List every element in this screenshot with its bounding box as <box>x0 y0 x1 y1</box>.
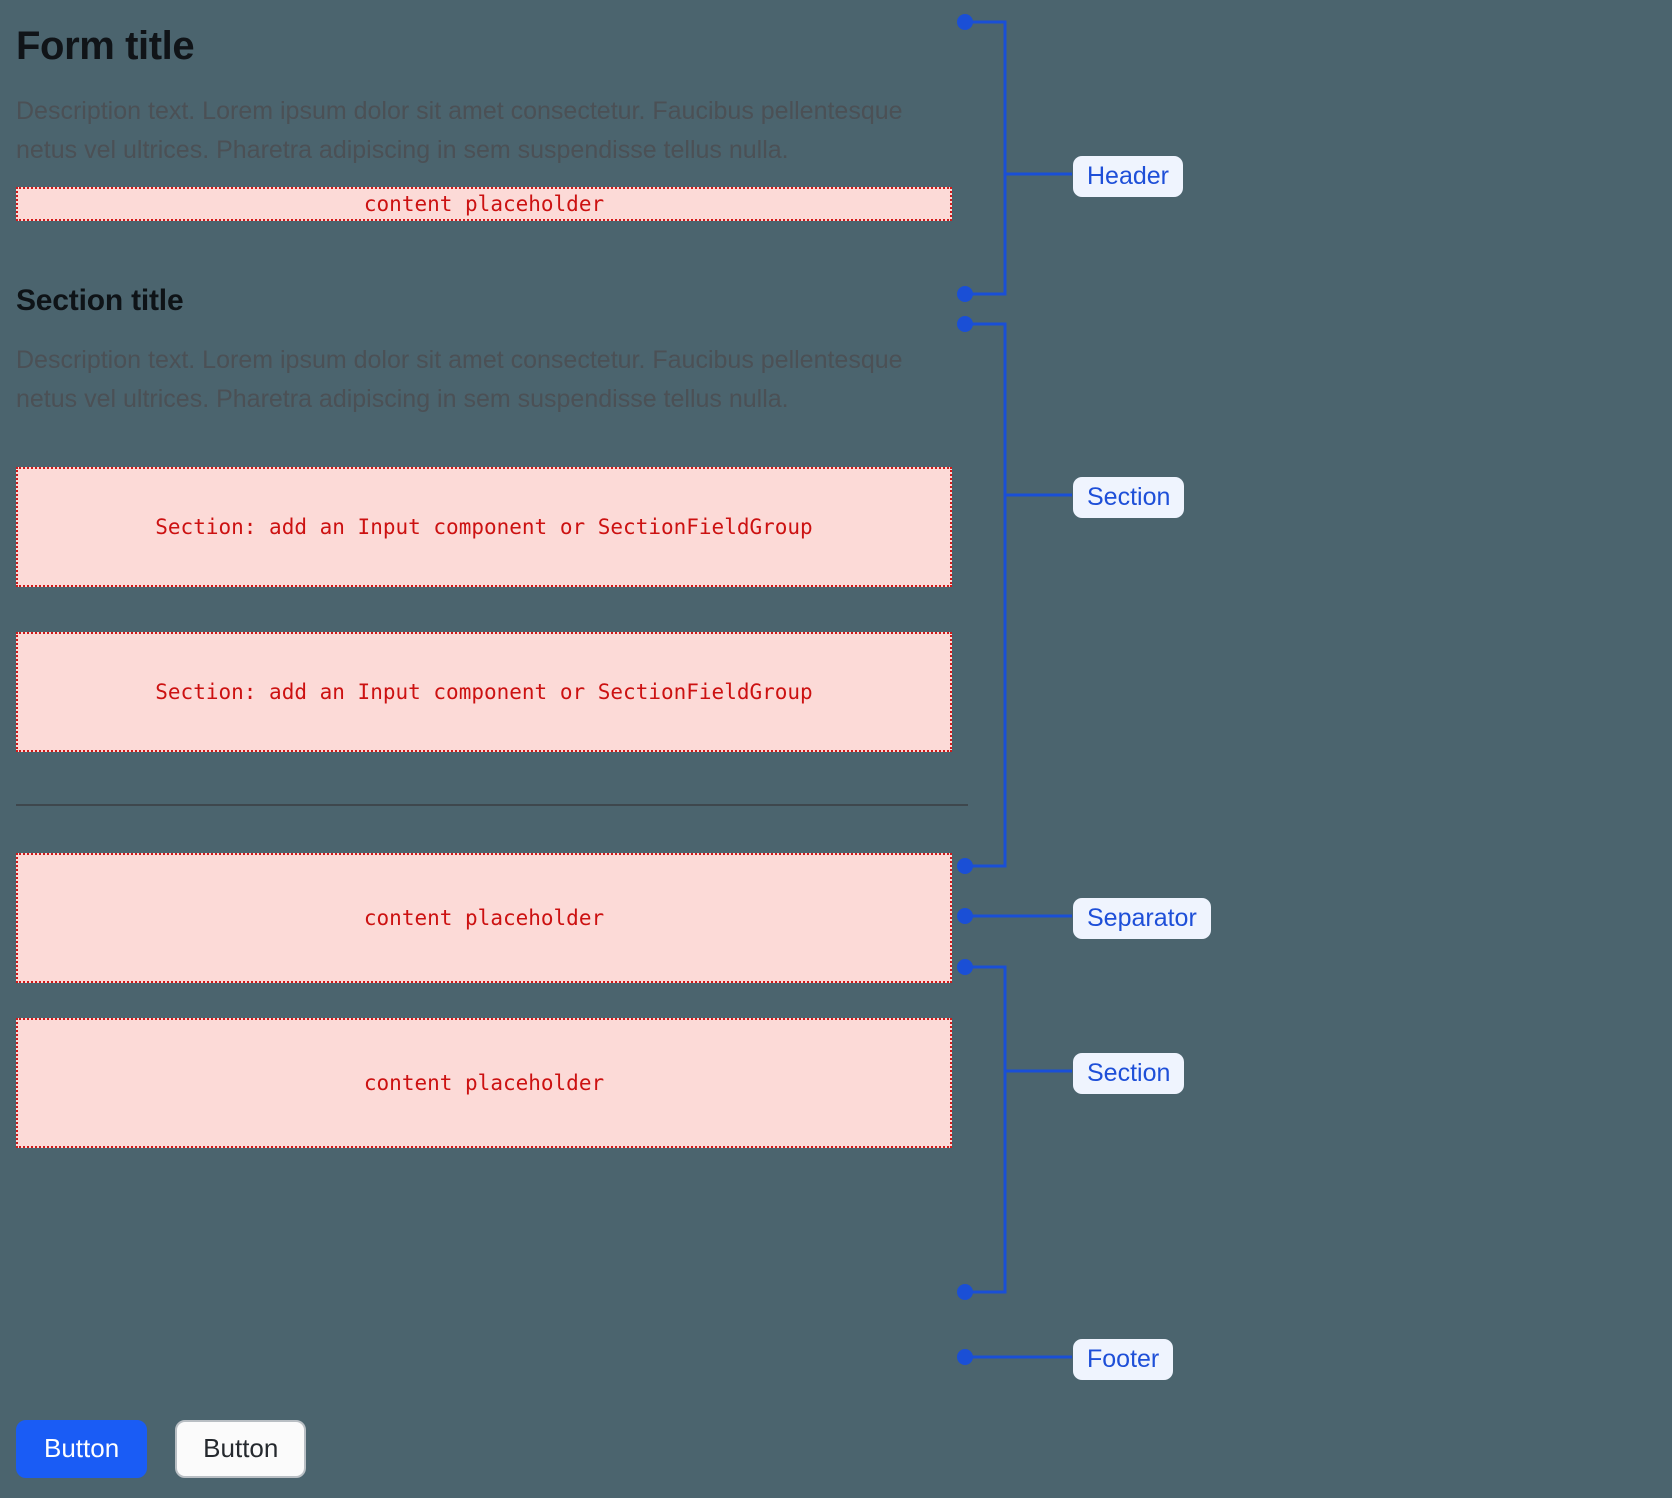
annotation-chip-footer[interactable]: Footer <box>1073 1339 1174 1381</box>
section-two-placeholder-2-label: content placeholder <box>363 1071 605 1095</box>
footer-actions: Button Button <box>16 1420 307 1478</box>
form-layout: Form title Description text. Lorem ipsum… <box>16 0 968 1148</box>
header-content-placeholder[interactable]: content placeholder <box>16 187 952 221</box>
section-bracket <box>965 322 1007 868</box>
section-two-anchor-dot-bottom <box>957 1284 973 1300</box>
annotation-chip-section-two[interactable]: Section <box>1073 1053 1185 1095</box>
annotation-chip-header[interactable]: Header <box>1073 156 1183 198</box>
separator <box>16 804 968 806</box>
separator-anchor-dot <box>957 908 973 924</box>
section-two-anchor-dot-top <box>957 959 973 975</box>
secondary-button[interactable]: Button <box>175 1420 307 1478</box>
section-description: Description text. Lorem ipsum dolor sit … <box>16 346 903 413</box>
section-two-placeholder-1-label: content placeholder <box>363 906 605 930</box>
annotation-chip-section[interactable]: Section <box>1073 477 1185 519</box>
section-two-placeholder-1[interactable]: content placeholder <box>16 853 952 983</box>
header-description: Description text. Lorem ipsum dolor sit … <box>16 97 903 164</box>
annotation-chip-separator[interactable]: Separator <box>1073 898 1211 940</box>
page-title: Form title <box>16 24 195 68</box>
header-bracket <box>965 20 1007 296</box>
section-two-bracket <box>965 965 1007 1294</box>
header-anchor-dot-top <box>957 14 973 30</box>
primary-button[interactable]: Button <box>16 1420 148 1478</box>
section-two-placeholder-2[interactable]: content placeholder <box>16 1018 952 1148</box>
section-anchor-dot-bottom <box>957 858 973 874</box>
section-field-placeholder-1-label: Section: add an Input component or Secti… <box>155 515 813 539</box>
section-field-placeholder-1[interactable]: Section: add an Input component or Secti… <box>16 467 952 587</box>
section-field-placeholder-2[interactable]: Section: add an Input component or Secti… <box>16 632 952 752</box>
header-placeholder-label: content placeholder <box>363 192 605 216</box>
header-anchor-dot-bottom <box>957 286 973 302</box>
section-title: Section title <box>16 284 184 317</box>
section-anchor-dot-top <box>957 316 973 332</box>
section-field-placeholder-2-label: Section: add an Input component or Secti… <box>155 680 813 704</box>
footer-anchor-dot <box>957 1349 973 1365</box>
